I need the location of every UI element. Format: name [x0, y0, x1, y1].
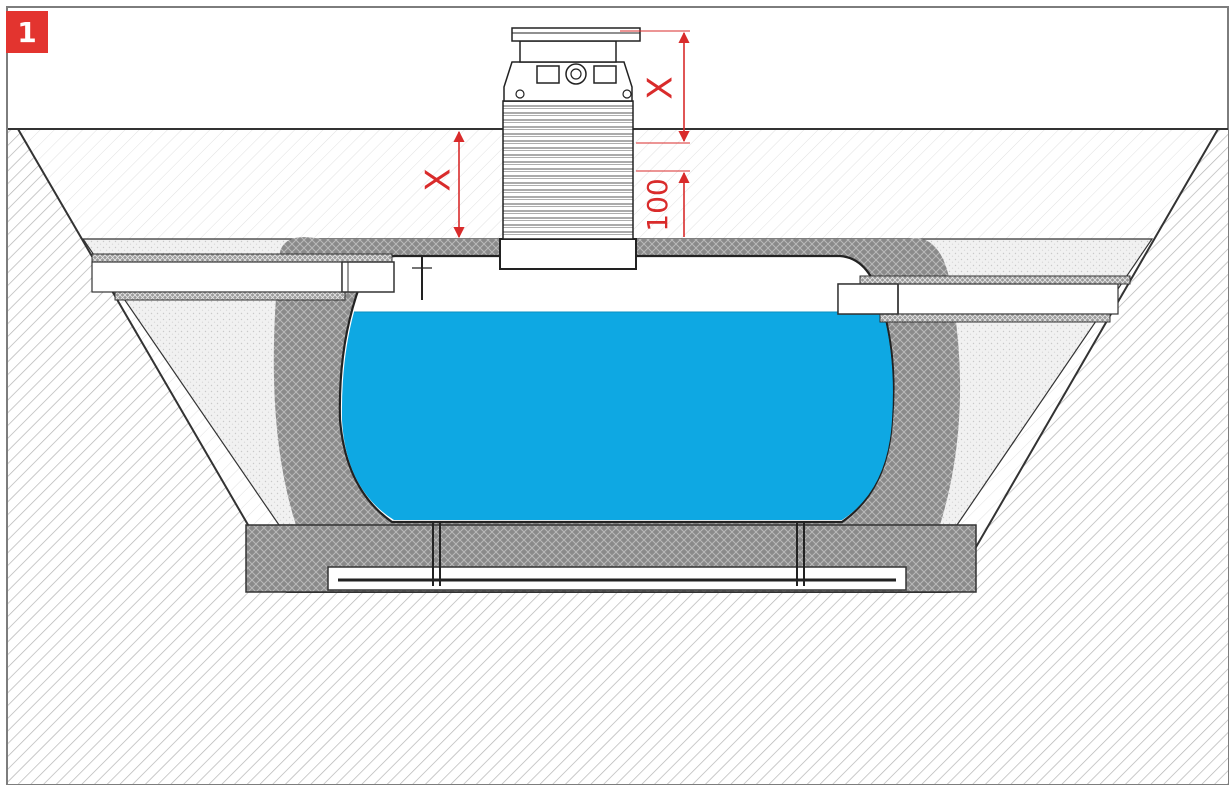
dimension-lines — [453, 30, 690, 239]
shaft-offset-label: 100 — [641, 178, 674, 231]
water — [341, 312, 893, 520]
shaft-height-label: X — [641, 76, 681, 99]
outlet-pipe — [837, 275, 1131, 323]
figure-number-badge: 1 — [6, 11, 48, 53]
tank-dome — [499, 238, 637, 270]
inlet-pipe — [91, 253, 432, 301]
cover-clearance-label: X — [419, 168, 459, 191]
telescopic-shaft — [502, 27, 641, 240]
anchor-straps — [432, 522, 805, 586]
